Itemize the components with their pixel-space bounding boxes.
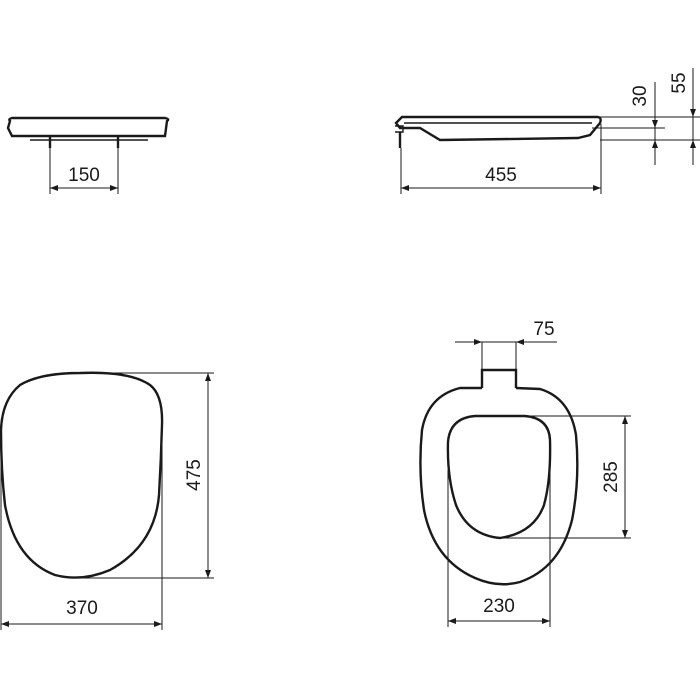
dim-370-label: 370 — [66, 598, 98, 619]
dim-30-arrow-top — [652, 120, 658, 128]
dim-55-label: 55 — [669, 72, 690, 93]
dim-285-arrow-bottom — [622, 530, 628, 538]
dim-475-arrow-bottom — [205, 570, 211, 578]
seat-outer-outline — [419, 386, 579, 586]
dim-285-label: 285 — [601, 461, 622, 493]
side-seat-profile — [394, 115, 602, 142]
dim-455-arrow-left — [401, 185, 409, 191]
front-seat-profile — [6, 116, 170, 138]
seat-hinge-tab — [480, 368, 518, 388]
dim-455-arrow-right — [593, 185, 601, 191]
dim-475-label: 475 — [184, 459, 205, 491]
dim-150-arrow-left — [50, 185, 58, 191]
seat-ring-plan-view: 75 285 230 — [419, 319, 631, 627]
dim-230-label: 230 — [483, 596, 515, 617]
lid-outline — [0, 371, 164, 579]
front-elevation-view: 150 — [6, 116, 170, 194]
dim-75-label: 75 — [533, 319, 554, 340]
dim-75-arrow-left — [474, 339, 482, 345]
dim-150-label: 150 — [68, 165, 100, 186]
dim-285-arrow-top — [622, 416, 628, 424]
dim-455-label: 455 — [485, 165, 517, 186]
side-elevation-view: 455 30 55 — [394, 68, 700, 194]
dim-75-arrow-right — [516, 339, 524, 345]
dim-30-label: 30 — [630, 85, 651, 106]
dim-370-arrow-left — [1, 621, 9, 627]
dim-370-arrow-right — [154, 621, 162, 627]
seat-inner-opening — [446, 414, 552, 540]
dim-55-arrow-bottom — [690, 140, 696, 148]
dim-30-arrow-bottom — [652, 140, 658, 148]
dim-230-arrow-right — [542, 618, 550, 624]
dim-230-arrow-left — [448, 618, 456, 624]
dim-150-arrow-right — [110, 185, 118, 191]
lid-plan-view: 475 370 — [0, 371, 214, 630]
dim-475-arrow-top — [205, 373, 211, 381]
dim-55-arrow-top — [690, 109, 696, 117]
